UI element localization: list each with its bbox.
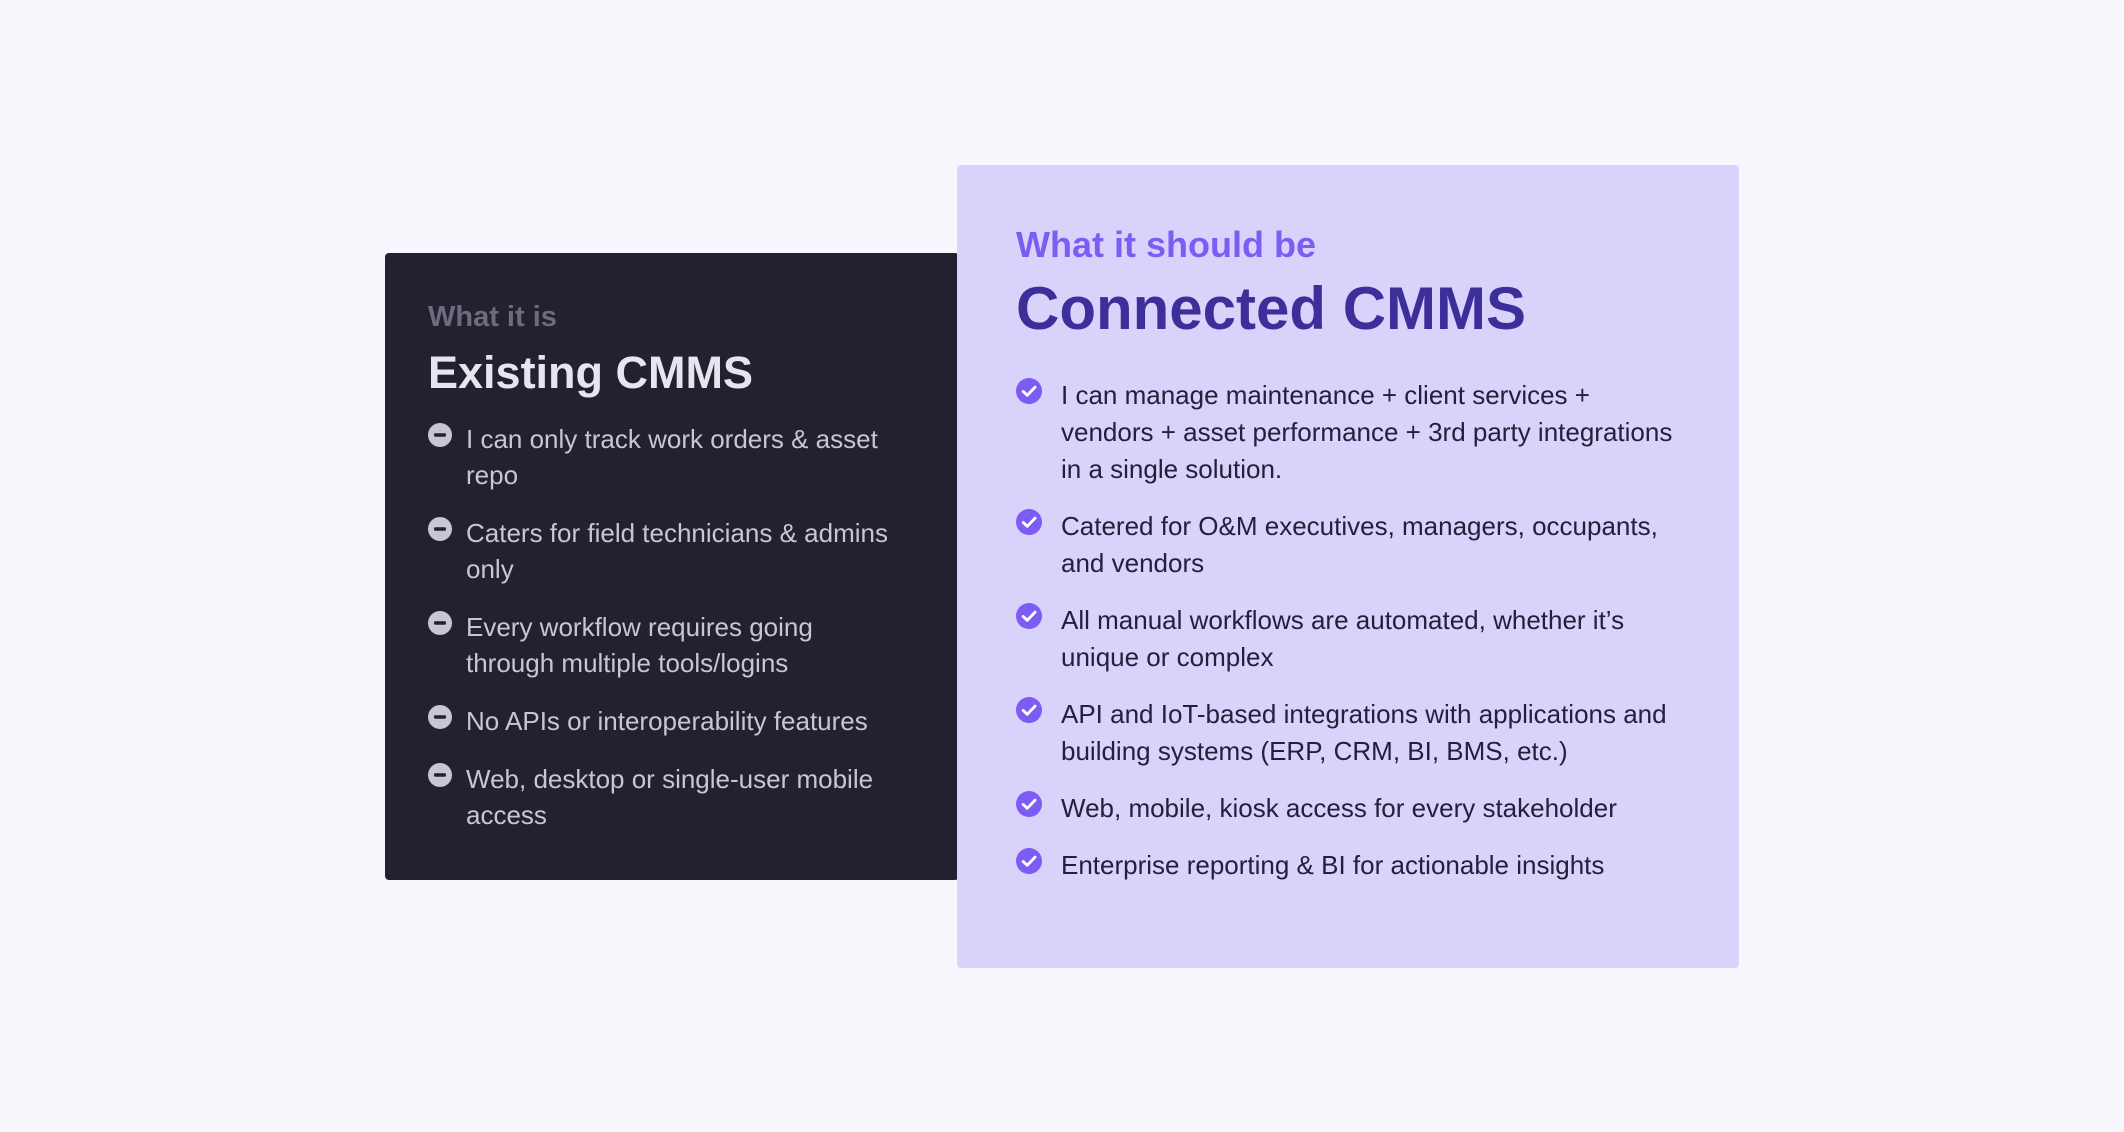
- connected-cmms-card: What it should be Connected CMMS I can m…: [957, 165, 1739, 968]
- check-circle-icon: [1016, 791, 1042, 817]
- list-item: API and IoT-based integrations with appl…: [1016, 696, 1689, 770]
- list-item-text: No APIs or interoperability features: [466, 706, 868, 736]
- list-item-text: All manual workflows are automated, whet…: [1061, 605, 1625, 672]
- list-item: Catered for O&M executives, managers, oc…: [1016, 508, 1689, 582]
- list-item: Every workflow requires going through mu…: [428, 609, 919, 681]
- list-item: Caters for field technicians & admins on…: [428, 515, 919, 587]
- list-item: Web, desktop or single-user mobile acces…: [428, 761, 919, 833]
- minus-circle-icon: [428, 611, 452, 635]
- list-item-text: API and IoT-based integrations with appl…: [1061, 699, 1667, 766]
- list-item-text: Web, mobile, kiosk access for every stak…: [1061, 793, 1617, 823]
- connected-eyebrow: What it should be: [1016, 224, 1316, 265]
- existing-eyebrow: What it is: [428, 301, 557, 333]
- existing-title: Existing CMMS: [428, 347, 754, 398]
- list-item-text: Caters for field technicians & admins on…: [466, 518, 888, 584]
- list-item: All manual workflows are automated, whet…: [1016, 602, 1689, 676]
- connected-list: I can manage maintenance + client servic…: [1016, 377, 1689, 884]
- list-item-text: I can only track work orders & asset rep…: [466, 424, 878, 490]
- list-item: I can manage maintenance + client servic…: [1016, 377, 1689, 488]
- existing-cmms-card: What it is Existing CMMS I can only trac…: [385, 253, 959, 880]
- check-circle-icon: [1016, 378, 1042, 404]
- list-item: Web, mobile, kiosk access for every stak…: [1016, 790, 1689, 827]
- list-item: I can only track work orders & asset rep…: [428, 421, 919, 493]
- check-circle-icon: [1016, 697, 1042, 723]
- connected-title: Connected CMMS: [1016, 275, 1526, 342]
- list-item: No APIs or interoperability features: [428, 703, 919, 739]
- list-item-text: Catered for O&M executives, managers, oc…: [1061, 511, 1658, 578]
- list-item-text: Enterprise reporting & BI for actionable…: [1061, 850, 1605, 880]
- minus-circle-icon: [428, 763, 452, 787]
- check-circle-icon: [1016, 848, 1042, 874]
- list-item-text: I can manage maintenance + client servic…: [1061, 380, 1673, 484]
- list-item-text: Every workflow requires going through mu…: [466, 612, 813, 678]
- list-item-text: Web, desktop or single-user mobile acces…: [466, 764, 874, 830]
- existing-list: I can only track work orders & asset rep…: [428, 421, 919, 833]
- list-item: Enterprise reporting & BI for actionable…: [1016, 847, 1689, 884]
- check-circle-icon: [1016, 603, 1042, 629]
- minus-circle-icon: [428, 517, 452, 541]
- check-circle-icon: [1016, 509, 1042, 535]
- minus-circle-icon: [428, 423, 452, 447]
- minus-circle-icon: [428, 705, 452, 729]
